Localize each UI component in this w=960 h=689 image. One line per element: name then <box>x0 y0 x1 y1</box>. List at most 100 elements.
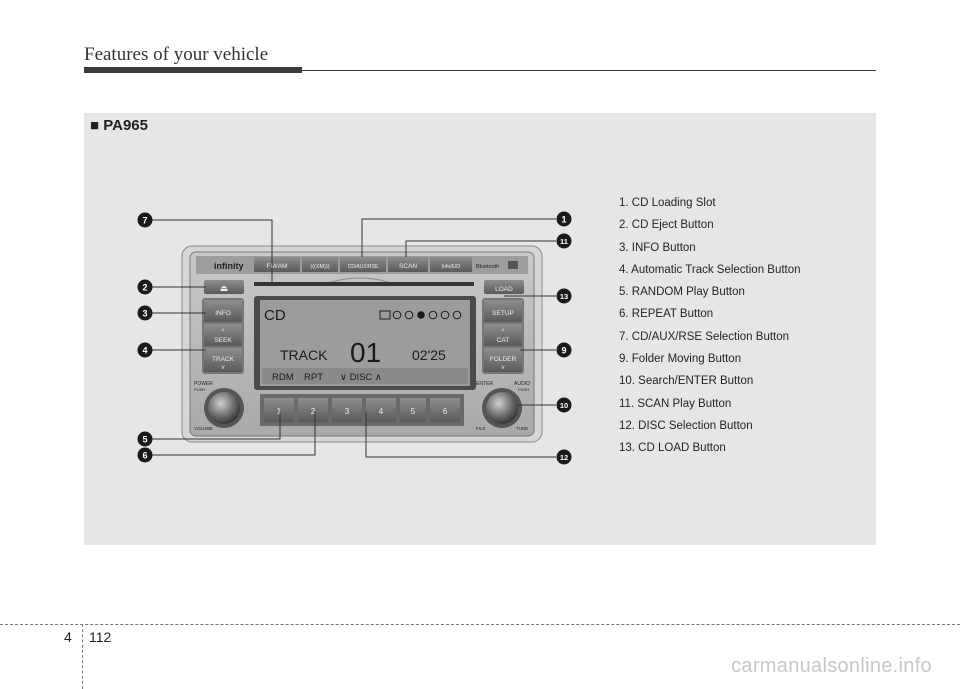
tune-label: TUNE <box>516 426 528 431</box>
page-number: 112 <box>89 629 112 645</box>
disc-6-icon <box>452 310 462 320</box>
callout-12-badge <box>556 449 572 465</box>
preset-1-label: 1 <box>277 407 282 416</box>
disc-1-icon <box>392 310 402 320</box>
display-track-label: TRACK <box>280 347 328 363</box>
seek-button[interactable] <box>204 324 242 346</box>
callout-3-badge <box>137 305 153 321</box>
model-title: ■ PA965 <box>90 117 148 134</box>
leader-5 <box>152 412 281 440</box>
chapter-number: 4 <box>64 629 72 645</box>
preset-6-label: 6 <box>443 407 448 416</box>
enter-label: ENTER <box>476 381 493 387</box>
eject-icon: ⏏ <box>220 283 229 293</box>
legend-item: 6. REPEAT Button <box>619 308 714 321</box>
preset-buttons: 1 2 3 4 5 6 <box>264 398 460 422</box>
track-down-icon: v <box>222 365 225 371</box>
setup-button[interactable] <box>484 300 522 322</box>
callout-5-label: 5 <box>142 435 147 445</box>
tune-knob[interactable] <box>486 392 518 424</box>
fmam-label: FM/AM <box>267 263 288 270</box>
track-button-label: TRACK <box>212 356 235 363</box>
preset-4-label: 4 <box>379 407 384 416</box>
folder-button[interactable] <box>484 348 522 372</box>
load-label: LOAD <box>495 286 513 293</box>
leader-1 <box>361 218 556 257</box>
cat-button[interactable] <box>484 324 522 346</box>
preset-3-button[interactable] <box>332 398 362 422</box>
legend-item: 2. CD Eject Button <box>619 219 714 232</box>
fmam-button[interactable] <box>254 257 300 272</box>
cd-aux-rse-label: CD/AUX/RSE <box>348 264 379 270</box>
leader-12 <box>365 412 556 458</box>
display-rdm: RDM <box>272 372 294 383</box>
callout-1-badge <box>556 211 572 227</box>
preset-1-button[interactable] <box>264 398 294 422</box>
callout-11-badge <box>556 233 572 249</box>
callout-1-label: 1 <box>561 215 566 225</box>
bluetooth-label: Bluetooth <box>476 264 499 270</box>
preset-2-label: 2 <box>311 407 316 416</box>
eject-button[interactable] <box>204 280 244 294</box>
header-rule <box>302 70 876 71</box>
callout-badges: 1 2 3 4 5 6 7 9 10 11 12 13 <box>137 211 572 465</box>
xm-label: (((XM))) <box>310 264 329 270</box>
load-button[interactable] <box>484 280 524 294</box>
legend-item: 11. SCAN Play Button <box>619 397 732 410</box>
callout-2-badge <box>137 279 153 295</box>
disc-5-icon <box>440 310 450 320</box>
callout-5-badge <box>137 431 153 447</box>
info-label: INFO <box>215 310 231 317</box>
xm-button[interactable] <box>302 257 338 272</box>
setup-label: SETUP <box>492 310 514 317</box>
preset-4-button[interactable] <box>366 398 396 422</box>
power-push-label: PUSH <box>194 387 205 392</box>
leader-lines <box>152 218 556 458</box>
disc-4-icon <box>428 310 438 320</box>
leader-7 <box>152 219 273 284</box>
seek-up-icon: ^ <box>222 329 225 335</box>
info-eo-label: Info/E/O <box>442 264 460 270</box>
volume-label: VOLUME <box>194 426 213 431</box>
disc-indicator-icon <box>379 310 391 320</box>
site-watermark: carmanualsonline.info <box>731 655 932 677</box>
volume-knob[interactable] <box>208 392 240 424</box>
preset-5-button[interactable] <box>400 398 426 422</box>
callout-6-label: 6 <box>142 451 147 461</box>
cat-label: CAT <box>497 337 510 344</box>
callout-13-label: 13 <box>560 292 568 301</box>
display-time: 02'25 <box>412 347 446 363</box>
disc-3-icon <box>417 311 425 319</box>
callout-11-label: 11 <box>560 237 568 246</box>
bluetooth-icon <box>508 261 518 269</box>
callout-3-label: 3 <box>142 309 147 319</box>
callout-4-label: 4 <box>142 346 147 356</box>
scan-button[interactable] <box>388 257 428 272</box>
callout-10-label: 10 <box>560 401 568 410</box>
legend-item: 7. CD/AUX/RSE Selection Button <box>619 330 790 343</box>
scan-label: SCAN <box>399 263 417 270</box>
header-bar <box>84 67 302 73</box>
callout-10-badge <box>556 397 572 413</box>
legend-item: 1. CD Loading Slot <box>619 197 716 209</box>
legend-item: 13. CD LOAD Button <box>619 442 726 455</box>
preset-6-button[interactable] <box>430 398 460 422</box>
info-button[interactable] <box>204 300 242 322</box>
callout-6-badge <box>137 447 153 463</box>
callout-7-label: 7 <box>142 216 147 226</box>
track-button[interactable] <box>204 348 242 372</box>
legend-item: 10. Search/ENTER Button <box>619 375 754 388</box>
disc-2-icon <box>404 310 414 320</box>
display-rpt: RPT <box>304 372 323 383</box>
preset-5-label: 5 <box>411 407 416 416</box>
info-eo-button[interactable] <box>430 257 472 272</box>
callout-9-label: 9 <box>561 346 566 356</box>
display-track-number: 01 <box>350 337 381 368</box>
preset-2-button[interactable] <box>298 398 328 422</box>
cd-aux-rse-button[interactable] <box>340 257 386 272</box>
display-status-strip <box>262 368 468 384</box>
callout-9-badge <box>556 342 572 358</box>
audio-label: AUDIO <box>514 381 530 387</box>
audio-push-label: PUSH <box>518 387 529 392</box>
